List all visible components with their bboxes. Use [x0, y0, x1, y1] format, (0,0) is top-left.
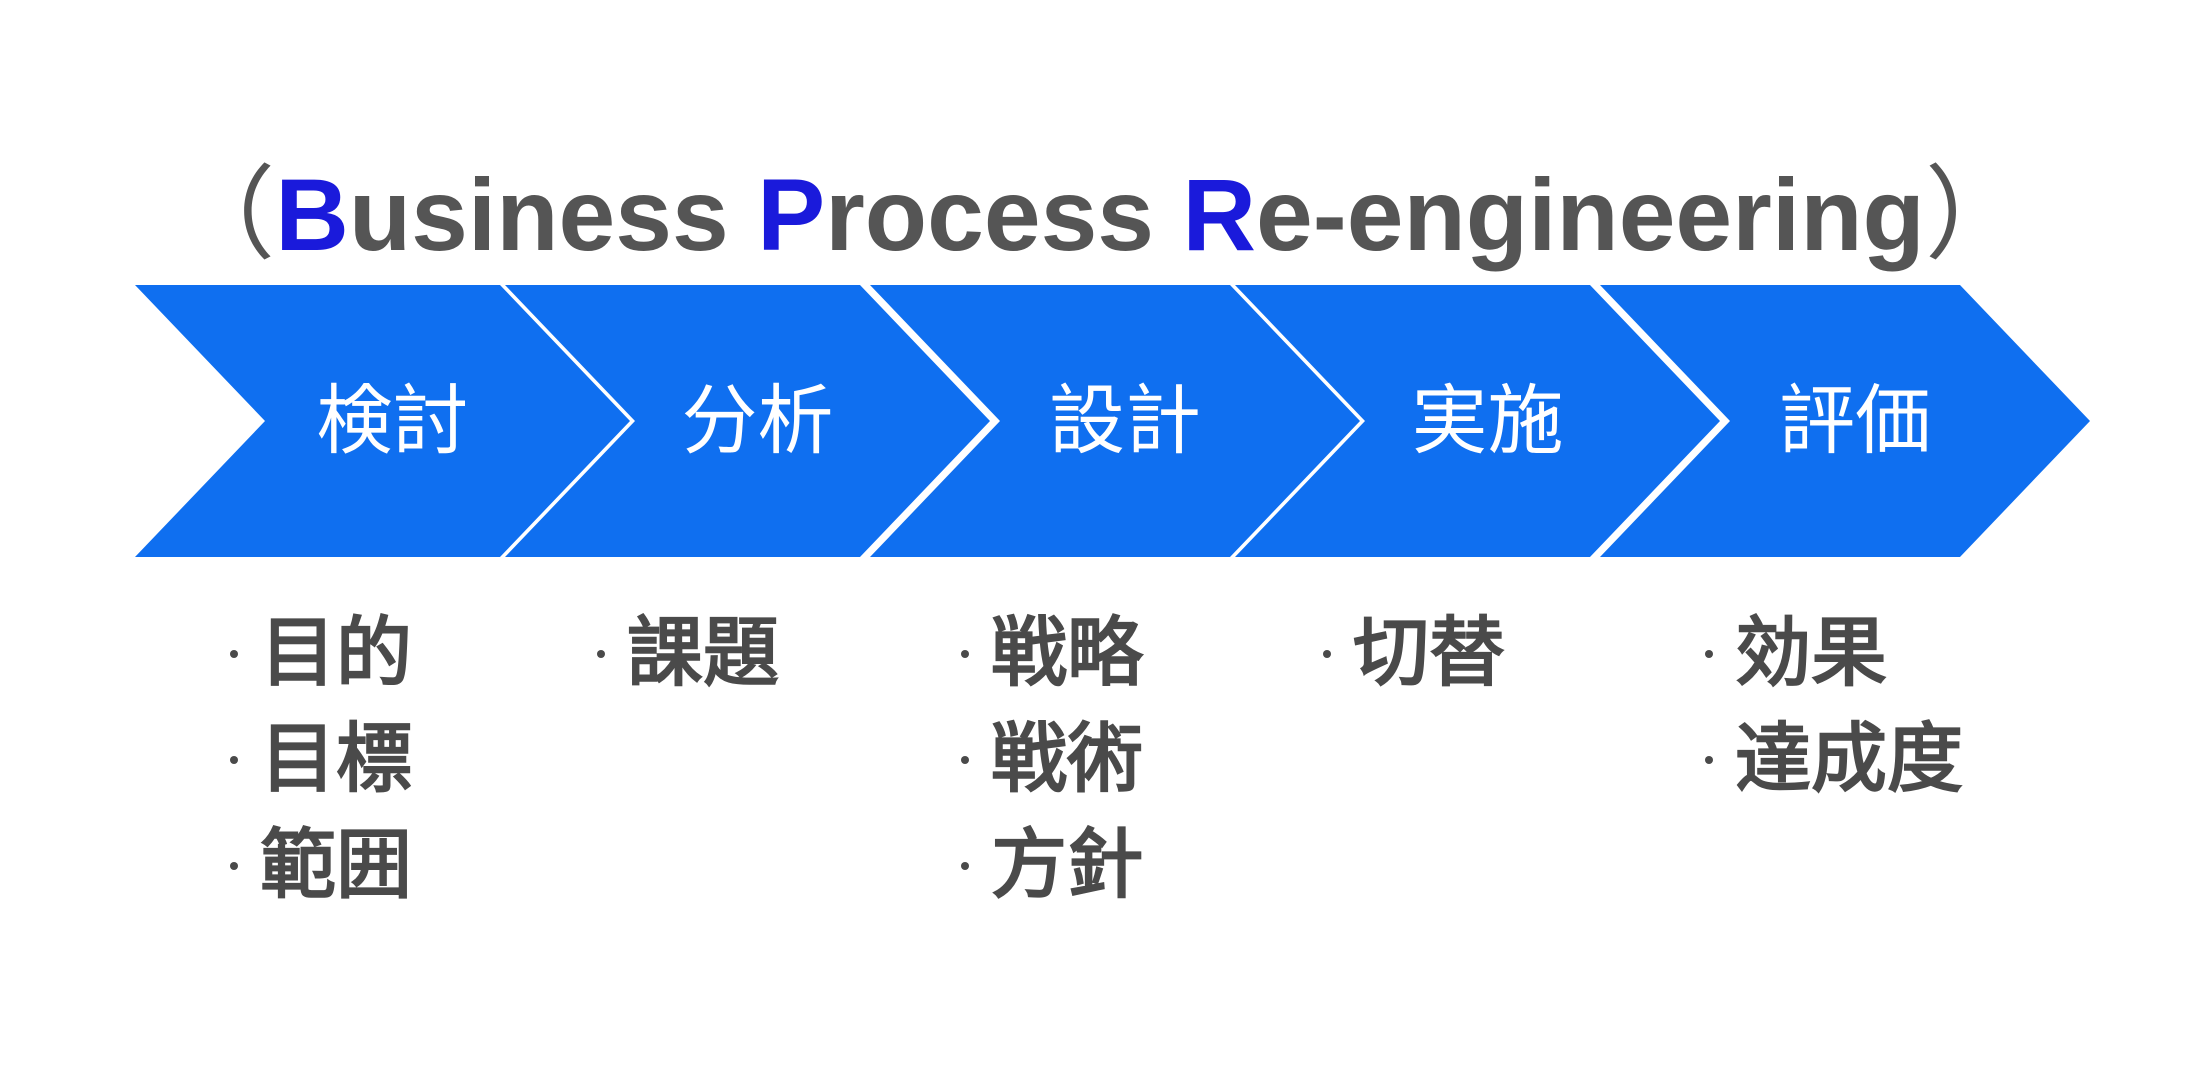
- chevron-stage-1: [505, 285, 990, 557]
- diagram-title: （Business Process Re-engineering）: [0, 145, 2200, 285]
- stage-0-item-1: 目標: [230, 706, 412, 812]
- title-letter-b: B: [275, 158, 349, 272]
- title-letter-p: P: [757, 158, 826, 272]
- stage-label-1: 分析: [682, 376, 834, 465]
- bullet-dot-icon: [230, 756, 238, 764]
- stage-items-2: 戦略戦術方針: [961, 600, 1143, 918]
- stage-0-item-0: 目的: [230, 600, 412, 706]
- stage-0-item-2: 範囲: [230, 812, 412, 918]
- stage-3-item-0: 切替: [1323, 600, 1505, 706]
- bullet-dot-icon: [230, 862, 238, 870]
- bullet-text: 達成度: [1735, 714, 1963, 803]
- title-word-process: rocess: [825, 158, 1183, 272]
- stage-2-item-0: 戦略: [961, 600, 1143, 706]
- stage-2-item-1: 戦術: [961, 706, 1143, 812]
- stage-items-3: 切替: [1323, 600, 1505, 706]
- stage-label-4: 評価: [1779, 376, 1931, 465]
- stage-4-item-0: 効果: [1705, 600, 1963, 706]
- title-word-business: usiness: [348, 158, 758, 272]
- stage-label-2: 設計: [1049, 376, 1201, 465]
- bullet-text: 戦略: [991, 608, 1143, 697]
- stage-1-item-0: 課題: [597, 600, 779, 706]
- bullet-dot-icon: [1323, 650, 1331, 658]
- title-letter-r: R: [1182, 158, 1257, 272]
- title-open-paren: （: [173, 156, 276, 275]
- title-word-reengineering: e-engineering: [1256, 158, 1925, 272]
- bullet-text: 効果: [1735, 608, 1887, 697]
- title-close-paren: ）: [1924, 156, 2027, 275]
- bullet-text: 課題: [627, 608, 779, 697]
- stage-label-0: 検討: [317, 376, 469, 465]
- bullet-dot-icon: [961, 756, 969, 764]
- bullet-text: 切替: [1353, 608, 1505, 697]
- bullet-dot-icon: [597, 650, 605, 658]
- bullet-text: 戦術: [991, 714, 1143, 803]
- chevron-stage-0: [135, 285, 630, 557]
- bullet-text: 方針: [991, 820, 1143, 909]
- chevron-stage-3: [1235, 285, 1720, 557]
- bullet-text: 目標: [260, 714, 412, 803]
- stage-2-item-2: 方針: [961, 812, 1143, 918]
- stage-items-0: 目的目標範囲: [230, 600, 412, 918]
- stage-4-item-1: 達成度: [1705, 706, 1963, 812]
- bullet-text: 目的: [260, 608, 412, 697]
- bullet-dot-icon: [1705, 756, 1713, 764]
- bullet-dot-icon: [230, 650, 238, 658]
- stage-label-3: 実施: [1412, 376, 1564, 465]
- bullet-dot-icon: [1705, 650, 1713, 658]
- stage-items-4: 効果達成度: [1705, 600, 1963, 812]
- bullet-dot-icon: [961, 862, 969, 870]
- chevron-stage-4: [1600, 285, 2090, 557]
- bullet-dot-icon: [961, 650, 969, 658]
- stage-items-1: 課題: [597, 600, 779, 706]
- chevron-stage-2: [870, 285, 1360, 557]
- bullet-text: 範囲: [260, 820, 412, 909]
